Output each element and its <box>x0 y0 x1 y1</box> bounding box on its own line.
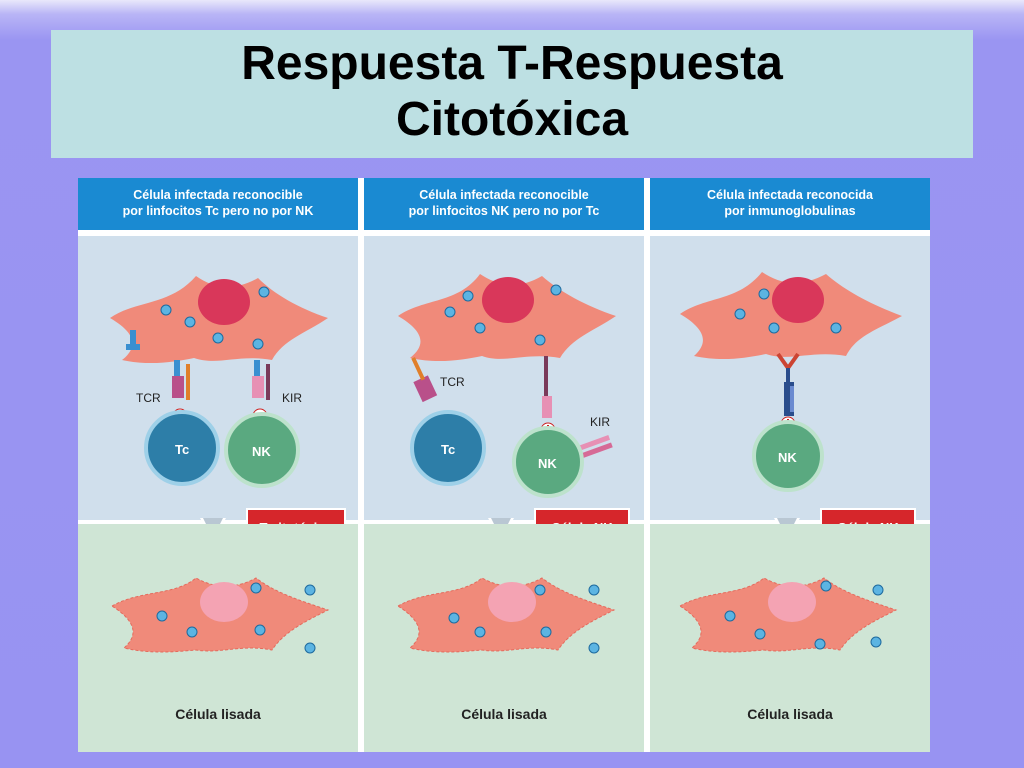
virus-particle <box>758 288 770 300</box>
virus-particle <box>448 612 460 624</box>
nk-cell-label: NK <box>252 444 271 459</box>
nk-lymphocyte <box>752 420 824 492</box>
lysed-cell-diagram <box>111 577 330 654</box>
kir-label: KIR <box>282 391 302 405</box>
fc-receptor <box>784 382 794 416</box>
virus-particle <box>304 584 316 596</box>
free-kir <box>576 435 613 459</box>
lysed-cell-label: Célula lisada <box>747 706 833 722</box>
lysis-panel <box>364 524 644 752</box>
virus-particle <box>304 642 316 654</box>
virus-particle <box>258 286 270 298</box>
virus-particle <box>754 628 766 640</box>
virus-particle <box>444 306 456 318</box>
column-header-line-1: Célula infectada reconocida <box>706 188 874 202</box>
recognition-diagram: TCR KIR Tc NK <box>398 274 616 498</box>
nucleus <box>488 582 536 622</box>
column-header: Célula infectada reconocible por linfoci… <box>364 178 644 230</box>
recognition-panel: NK <box>650 236 930 520</box>
column-header: Célula infectada reconocida por inmunogl… <box>650 178 930 230</box>
virus-particle <box>474 322 486 334</box>
nk-cell-label: NK <box>778 450 797 465</box>
column-header-line-2: por inmunoglobulinas <box>724 204 856 218</box>
column-header-line-2: por linfocitos NK pero no por Tc <box>408 204 600 218</box>
recognition-panel: TCR KIR Tc NK <box>78 236 358 520</box>
column-tc-recognition: Célula infectada reconocible por linfoci… <box>78 178 358 752</box>
lysed-cell-diagram <box>679 577 898 653</box>
virus-particle <box>814 638 826 650</box>
lysed-cell-diagram <box>397 577 616 654</box>
nucleus <box>198 279 250 325</box>
virus-particle <box>254 624 266 636</box>
cytotoxic-response-figure: Célula infectada reconocible por linfoci… <box>78 178 930 752</box>
kir-label: KIR <box>590 415 610 429</box>
virus-particle <box>534 584 546 596</box>
column-header: Célula infectada reconocible por linfoci… <box>78 178 358 230</box>
nk-lymphocyte <box>224 412 300 488</box>
nucleus <box>200 582 248 622</box>
tc-cell-label: Tc <box>175 442 189 457</box>
nucleus <box>482 277 534 323</box>
virus-particle <box>550 284 562 296</box>
virus-particle <box>768 322 780 334</box>
mhc-tcr-complex <box>172 360 190 400</box>
virus-particle <box>474 626 486 638</box>
virus-particle <box>250 582 262 594</box>
column-header-line-1: Célula infectada reconocible <box>419 188 589 202</box>
virus-particle <box>830 322 842 334</box>
recognition-diagram: NK <box>680 272 902 492</box>
nk-activating-receptor <box>542 356 552 418</box>
virus-particle <box>734 308 746 320</box>
slide-title: Respuesta T-Respuesta Citotóxica <box>51 30 973 158</box>
column-header-line-2: por linfocitos Tc pero no por NK <box>122 204 314 218</box>
tcr-label: TCR <box>136 391 161 405</box>
virus-particle <box>872 584 884 596</box>
title-line-2: Citotóxica <box>395 93 629 146</box>
virus-particle <box>156 610 168 622</box>
column-nk-recognition: Célula infectada reconocible por linfoci… <box>364 178 644 752</box>
nk-lymphocyte <box>512 426 584 498</box>
column-immunoglobulin-recognition: Célula infectada reconocida por inmunogl… <box>650 178 930 752</box>
virus-particle <box>588 584 600 596</box>
nk-cell-label: NK <box>538 456 557 471</box>
virus-particle <box>160 304 172 316</box>
antibody-igg <box>776 352 800 382</box>
tc-lymphocyte <box>410 410 486 486</box>
lysis-panel <box>78 524 358 752</box>
mhc-molecule <box>126 330 140 350</box>
virus-particle <box>534 334 546 346</box>
nucleus <box>768 582 816 622</box>
tc-cell-label: Tc <box>441 442 455 457</box>
virus-particle <box>186 626 198 638</box>
free-tcr <box>411 357 438 403</box>
virus-particle <box>252 338 264 350</box>
tc-lymphocyte <box>144 410 220 486</box>
virus-particle <box>184 316 196 328</box>
virus-particle <box>820 580 832 592</box>
virus-particle <box>540 626 552 638</box>
lysed-cell-label: Célula lisada <box>461 706 547 722</box>
virus-particle <box>724 610 736 622</box>
column-header-line-1: Célula infectada reconocible <box>133 188 303 202</box>
virus-particle <box>588 642 600 654</box>
virus-particle <box>870 636 882 648</box>
title-line-1: Respuesta T-Respuesta <box>241 37 783 90</box>
nucleus <box>772 277 824 323</box>
lysed-cell-label: Célula lisada <box>175 706 261 722</box>
virus-particle <box>212 332 224 344</box>
virus-particle <box>462 290 474 302</box>
lysis-panel <box>650 524 930 752</box>
recognition-panel: TCR KIR Tc NK <box>364 236 644 520</box>
mhc-kir-complex <box>252 360 270 400</box>
tcr-label: TCR <box>440 375 465 389</box>
recognition-diagram: TCR KIR Tc NK <box>110 276 328 488</box>
